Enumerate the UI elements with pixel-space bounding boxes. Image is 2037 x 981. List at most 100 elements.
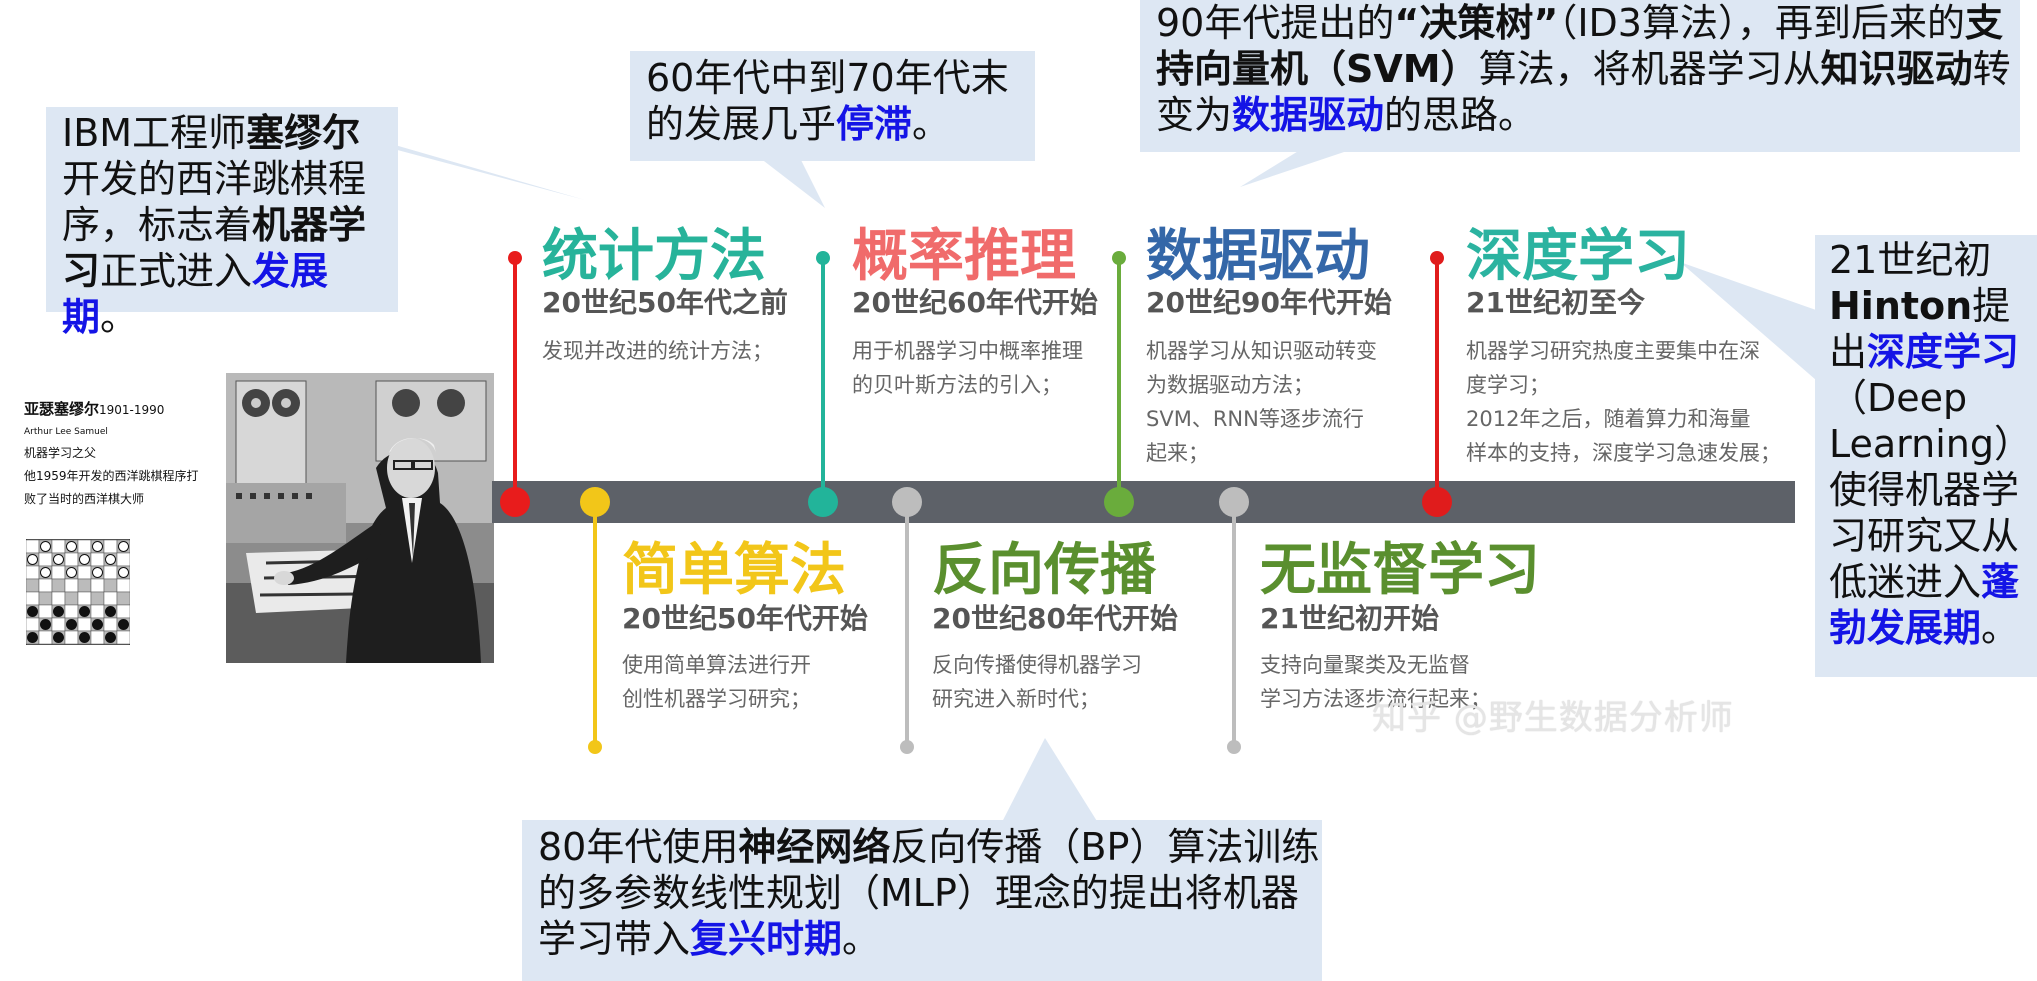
checker-square: [51, 591, 66, 606]
callout-text: （Deep Learning）使得机器学习研究又从低迷进入: [1829, 376, 2032, 604]
era-subtitle: 20世纪80年代开始: [932, 602, 1178, 635]
callout-sixties: 60年代中到70年代末的发展几乎停滞。: [630, 51, 1035, 161]
era-description: 2012年之后，随着算力和海量: [1466, 407, 1751, 431]
portrait-desc-2: 败了当时的西洋棋大师: [24, 492, 145, 506]
era-description: SVM、RNN等逐步流行: [1146, 407, 1364, 431]
checker-piece: [79, 554, 90, 565]
era-description: 样本的支持，深度学习急速发展；: [1466, 441, 1781, 465]
timeline-top-marker: [816, 251, 830, 265]
callout-text: （ID3算法），再到后来的: [1558, 1, 1965, 45]
callout-text: 21世纪初: [1829, 238, 1992, 282]
timeline-dot: [1219, 487, 1249, 517]
timeline-stem: [1117, 258, 1121, 502]
era-subtitle: 21世纪初至今: [1466, 286, 1645, 319]
checker-square: [38, 552, 53, 567]
checker-square: [103, 617, 118, 632]
callout-bold: 机器学习: [62, 203, 367, 293]
callout-text: 正式进入: [100, 249, 253, 293]
callout-nineties: 90年代提出的“决策树”（ID3算法），再到后来的支持向量机（SVM）算法，将机…: [1140, 0, 2020, 152]
timeline-dot: [580, 487, 610, 517]
callout-text: 。: [100, 295, 139, 339]
callout-text: 开发的西洋跳棋程序，标志着: [62, 157, 367, 247]
timeline-bottom-marker: [1227, 740, 1241, 754]
callout-bold: “决策树”: [1394, 1, 1559, 45]
era-description: 机器学习从知识驱动转变: [1146, 339, 1377, 363]
checker-square: [103, 578, 118, 593]
callout-eighties: 80年代使用神经网络反向传播（BP）算法训练的多参数线性规划（MLP）理念的提出…: [522, 820, 1322, 981]
timeline-dot: [808, 487, 838, 517]
timeline-bottom-marker: [900, 740, 914, 754]
checker-square: [103, 591, 118, 606]
timeline-stem: [821, 258, 825, 502]
checker-piece: [118, 541, 129, 552]
portrait-photo: [226, 373, 494, 663]
checker-piece: [66, 541, 77, 552]
sixties-pointer: [760, 158, 825, 208]
checker-square: [51, 539, 66, 554]
era-title: 深度学习: [1466, 224, 1690, 289]
checker-square: [26, 591, 40, 606]
callout-ibm-samuel: IBM工程师塞缪尔开发的西洋跳棋程序，标志着机器学习正式进入发展期。: [46, 107, 398, 339]
portrait-english-name: Arthur Lee Samuel: [24, 427, 108, 437]
checker-square: [116, 604, 130, 619]
checker-piece: [53, 554, 64, 565]
callout-highlight: 数据驱动: [1232, 93, 1385, 137]
callout-text: 反向传播（BP）算法训练的多参数线性规划（MLP）理念的提出将机器学习带入: [538, 825, 1320, 961]
timeline-top-marker: [1430, 251, 1444, 265]
timeline-bar: [492, 481, 1795, 523]
checker-square: [103, 565, 118, 580]
callout-text: 90年代提出的: [1156, 1, 1395, 45]
era-description: 支持向量聚类及无监督: [1260, 653, 1470, 677]
checker-piece: [66, 619, 77, 630]
era-description: 机器学习研究热度主要集中在深: [1466, 339, 1760, 363]
callout-bold: Hinton: [1829, 284, 1973, 328]
era-title: 反向传播: [932, 538, 1156, 603]
checker-square: [103, 539, 118, 554]
era-subtitle: 20世纪60年代开始: [852, 286, 1098, 319]
checker-piece: [118, 619, 129, 630]
checker-square: [116, 578, 130, 593]
checker-piece: [105, 606, 116, 617]
portrait-title: 机器学习之父: [24, 446, 97, 460]
callout-text: 转变为: [1156, 47, 2011, 137]
era-subtitle: 20世纪50年代开始: [622, 602, 868, 635]
ibm-pointer: [360, 140, 585, 200]
era-title: 概率推理: [852, 224, 1076, 289]
portrait-name-line: 亚瑟塞缪尔1901-1990: [24, 398, 199, 422]
era-description: 使用简单算法进行开: [622, 653, 811, 677]
checker-square: [64, 630, 79, 645]
callout-highlight: 停滞: [836, 102, 913, 146]
checker-piece: [66, 567, 77, 578]
checker-square: [26, 578, 40, 593]
era-title: 数据驱动: [1146, 224, 1370, 289]
checker-square: [51, 617, 66, 632]
checker-square: [26, 539, 40, 554]
era-description: 用于机器学习中概率推理: [852, 339, 1083, 363]
checker-piece: [53, 606, 64, 617]
checker-square: [51, 578, 66, 593]
hinton-pointer: [1680, 262, 1816, 380]
checker-square: [116, 552, 130, 567]
checker-square: [116, 591, 130, 606]
timeline-stem: [905, 502, 909, 746]
checker-square: [116, 630, 130, 645]
callout-text: 算法，将机器学习从: [1478, 47, 1821, 91]
checker-piece: [118, 567, 129, 578]
era-description: 学习方法逐步流行起来；: [1260, 687, 1491, 711]
checker-square: [90, 578, 105, 593]
checker-square: [64, 591, 79, 606]
checker-square: [90, 552, 105, 567]
checker-square: [26, 565, 40, 580]
checker-square: [64, 604, 79, 619]
callout-text: 提出: [1829, 284, 2011, 374]
callout-text: 。: [1981, 606, 2020, 650]
checker-square: [64, 552, 79, 567]
checker-square: [38, 604, 53, 619]
watermark: 知乎 @野生数据分析师: [1372, 698, 1734, 738]
nineties-pointer: [1240, 150, 1350, 187]
checkerboard-squares: [26, 539, 130, 645]
era-title: 统计方法: [542, 224, 766, 289]
era-subtitle: 21世纪初开始: [1260, 602, 1439, 635]
checker-piece: [79, 606, 90, 617]
